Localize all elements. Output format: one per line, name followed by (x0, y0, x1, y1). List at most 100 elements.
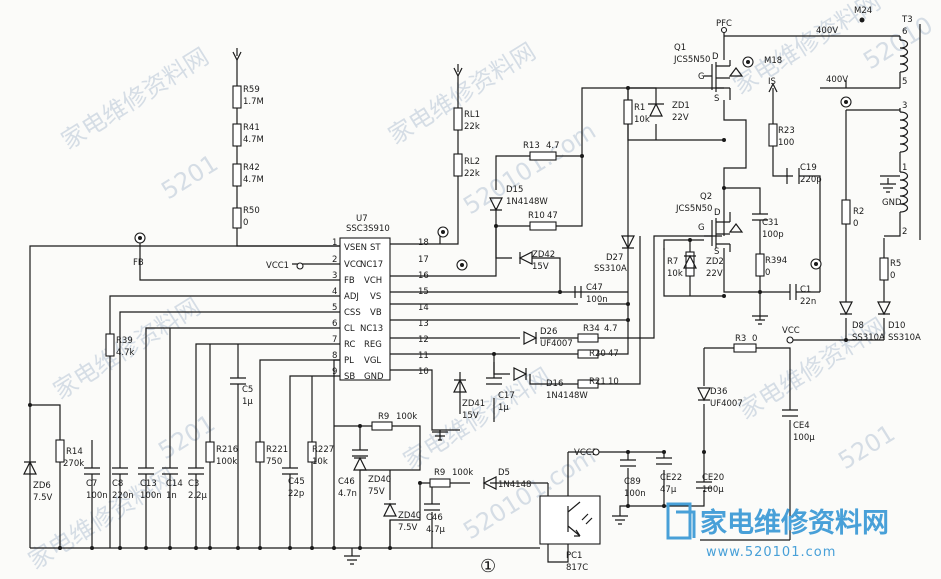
ref-label: R2 (853, 207, 864, 217)
ref-label: C5 (242, 385, 253, 395)
net-pfc: PFC (716, 19, 732, 29)
ref-label: C31 (762, 218, 779, 228)
value-label: 15V (462, 411, 479, 421)
transformer-labels: T3 6 5 3 1 2 (901, 15, 913, 237)
value-label: 10k (667, 269, 683, 279)
value-label: 4.7M (243, 135, 264, 145)
value-label: 10k (312, 457, 328, 467)
pin-name: VCH (364, 276, 382, 286)
watermark: 家电维修资料网 (383, 37, 540, 150)
net-is: IS (768, 77, 776, 87)
ref-label: C1 (800, 285, 811, 295)
pin-name: CSS (344, 308, 361, 318)
pin-label: S (714, 247, 719, 257)
pin-name: RC (344, 340, 355, 350)
pin-name: ADJ (344, 292, 359, 302)
value-label: 4.7μ (426, 525, 446, 535)
ref-label: R14 (66, 447, 83, 457)
watermark: 家电维修资料网 (56, 42, 213, 155)
ref-label: T3 (901, 15, 913, 25)
ref-label: C89 (624, 477, 641, 487)
mosfet-labels: Q1 JCS5N50 D G S Q2 JCS5N50 D G S (673, 43, 721, 257)
value-label: 100k (452, 468, 473, 478)
part-label: JCS5N50 (675, 204, 712, 214)
value-label: 0 (853, 219, 858, 229)
diode-labels: ZD1 22V D15 1N4148W ZD42 15V D27 SS310A … (33, 101, 921, 533)
ref-label: D10 (888, 321, 905, 331)
pin-number: 7 (332, 335, 337, 345)
watermark: 5201 (156, 149, 223, 205)
pin-name: REG (364, 340, 382, 350)
value-label: UF4007 (540, 339, 573, 349)
pin-number: 15 (418, 287, 429, 297)
pin-label: 1 (902, 163, 907, 173)
value-label: SS310A (594, 264, 627, 274)
net-labels: FB VCC1 VCC1 VCC PFC M24 M18 IS GND 400V… (133, 6, 902, 458)
optocoupler-pc1: PC1 817C (539, 495, 601, 573)
mosfet-q1 (704, 60, 744, 100)
value-label: 1μ (498, 403, 509, 413)
ref-label: R13 (523, 141, 540, 151)
pin-name: VS (370, 292, 381, 302)
value-label: SS310A (852, 333, 885, 343)
ic-ref: U7 (356, 214, 368, 224)
wiring (29, 28, 900, 563)
value-label: 47μ (660, 485, 677, 495)
net-400v: 400V (826, 75, 848, 85)
value-label: 1N4148 (498, 480, 531, 490)
value-label: 1μ (242, 397, 253, 407)
ref-label: ZD40 (398, 511, 421, 521)
ref-label: R221 (266, 445, 288, 455)
ref-label: R10 (528, 211, 545, 221)
ref-label: R3 (735, 334, 746, 344)
ref-label: D27 (606, 253, 623, 263)
resistor-labels: R59 1.7M R41 4.7M R42 4.7M R50 0 RL1 22k… (63, 85, 901, 478)
pin-name: PL (344, 356, 354, 366)
ref-label: C7 (86, 479, 97, 489)
value-label: 4.7 (604, 324, 618, 334)
part-label: 817C (566, 563, 588, 573)
pin-number: 2 (332, 255, 337, 265)
value-label: 7.5V (33, 493, 53, 503)
ref-label: R34 (583, 324, 600, 334)
pin-number: 18 (418, 238, 429, 248)
pin-number: 9 (332, 367, 337, 377)
pin-number: 13 (418, 319, 429, 329)
value-label: 4.7 (546, 141, 560, 151)
value-label: 22p (288, 489, 304, 499)
value-label: 22k (464, 169, 480, 179)
value-label: 4.7n (338, 489, 357, 499)
ref-label: C46 (426, 513, 443, 523)
value-label: 100n (624, 489, 646, 499)
net-fb: FB (133, 258, 144, 268)
site-logo: 家电维修资料网 www.520101.com (666, 502, 889, 560)
net-vcc: VCC (782, 326, 800, 336)
pin-number: 11 (418, 351, 429, 361)
ref-label: C19 (800, 163, 817, 173)
net-m18: M18 (764, 56, 782, 66)
pin-name: VSEN (344, 243, 367, 253)
ref-label: R216 (216, 445, 238, 455)
ref-label: ZD42 (532, 250, 555, 260)
value-label: 47 (608, 349, 619, 359)
ref-label: R7 (667, 257, 678, 267)
pin-number: 3 (332, 271, 337, 281)
value-label: 270k (63, 459, 84, 469)
value-label: 220p (800, 175, 822, 185)
pin-label: 6 (902, 27, 907, 37)
value-label: 7.5V (398, 523, 418, 533)
ic-part: SSC3S910 (346, 224, 390, 234)
mosfet-q2 (704, 212, 744, 252)
watermark: 5201 (833, 419, 900, 475)
value-label: 10k (634, 115, 650, 125)
value-label: SS310A (888, 333, 921, 343)
ref-label: ZD41 (462, 399, 485, 409)
ref-label: CE20 (702, 473, 724, 483)
value-label: 0 (752, 334, 757, 344)
value-label: 100k (216, 457, 237, 467)
value-label: 0 (243, 218, 248, 228)
value-label: 2.2μ (188, 491, 208, 501)
ref-label: R9 (378, 412, 389, 422)
